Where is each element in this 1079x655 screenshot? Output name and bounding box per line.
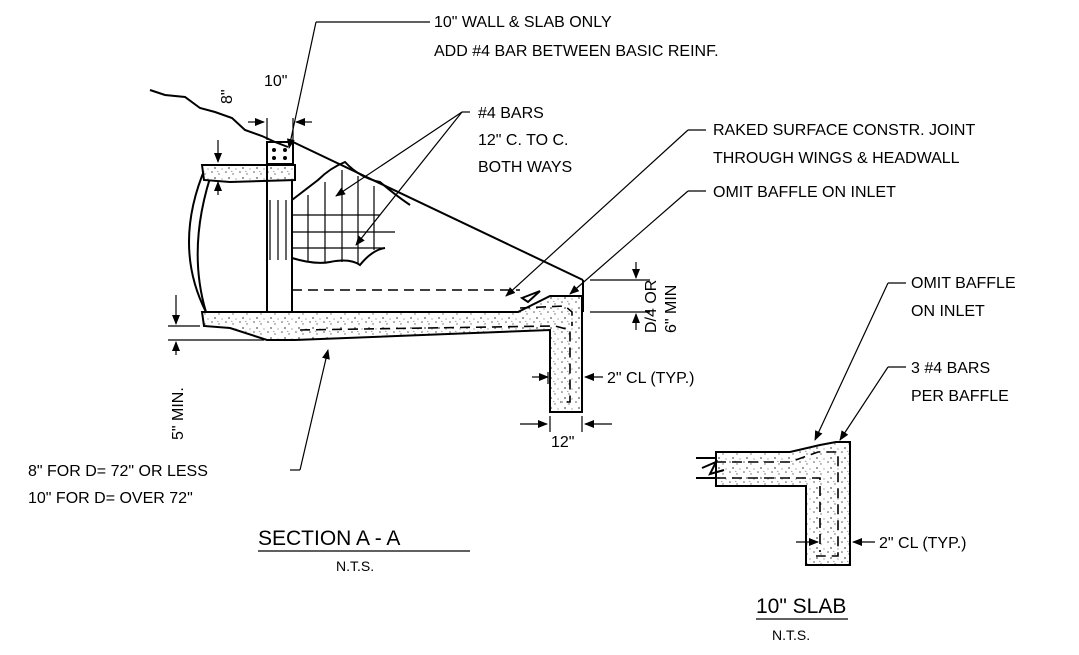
slab-thickness-line2: 10" FOR D= OVER 72"	[28, 490, 193, 507]
slab-10-title: 10" SLAB	[756, 595, 846, 618]
slab-bars-line2: PER BAFFLE	[911, 388, 1009, 405]
cl-typ-label: 2" CL (TYP.)	[607, 370, 694, 387]
joint-line2: THROUGH WINGS & HEADWALL	[713, 150, 960, 167]
bars-line3: BOTH WAYS	[478, 159, 572, 176]
dim-10-label: 10"	[264, 73, 287, 90]
section-a-scale: N.T.S.	[336, 558, 374, 574]
bars-line1: #4 BARS	[478, 105, 544, 122]
slab-cl-typ: 2" CL (TYP.)	[879, 535, 966, 552]
wall-note-line1: 10" WALL & SLAB ONLY	[434, 14, 612, 31]
slab-omit-line2: ON INLET	[911, 303, 985, 320]
slab-10-body	[715, 441, 851, 566]
slab-thickness-line1: 8" FOR D= 72" OR LESS	[28, 463, 208, 480]
slab-omit-line1: OMIT BAFFLE	[911, 275, 1016, 292]
top-slab	[200, 164, 296, 184]
rebar-grid	[269, 160, 411, 267]
wall-note-line2: ADD #4 BAR BETWEEN BASIC REINF.	[434, 43, 719, 60]
section-a-leaders	[286, 21, 706, 471]
section-a-title: SECTION A - A	[258, 527, 400, 550]
d4-line2: 6" MIN	[663, 285, 680, 333]
pipe-outline	[188, 165, 207, 313]
ground-line	[149, 89, 289, 148]
dim-12-label: 12"	[551, 434, 574, 451]
slab-10-detail: OMIT BAFFLE ON INLET 3 #4 BARS PER BAFFL…	[696, 275, 1016, 643]
slab-10-scale: N.T.S.	[772, 627, 810, 643]
section-a-dimensions	[168, 118, 650, 432]
section-a-a: 10" WALL & SLAB ONLY ADD #4 BAR BETWEEN …	[28, 14, 975, 574]
min-5-label: 5" MIN.	[170, 387, 187, 440]
joint-line1: RAKED SURFACE CONSTR. JOINT	[713, 122, 975, 139]
bottom-slab	[200, 295, 583, 413]
d4-line1: D/4 OR	[643, 280, 660, 333]
dim-8-label: 8"	[219, 89, 236, 104]
bars-line2: 12" C. TO C.	[478, 132, 568, 149]
omit-baffle-label: OMIT BAFFLE ON INLET	[713, 184, 896, 201]
slab-bars-line1: 3 #4 BARS	[911, 360, 990, 377]
